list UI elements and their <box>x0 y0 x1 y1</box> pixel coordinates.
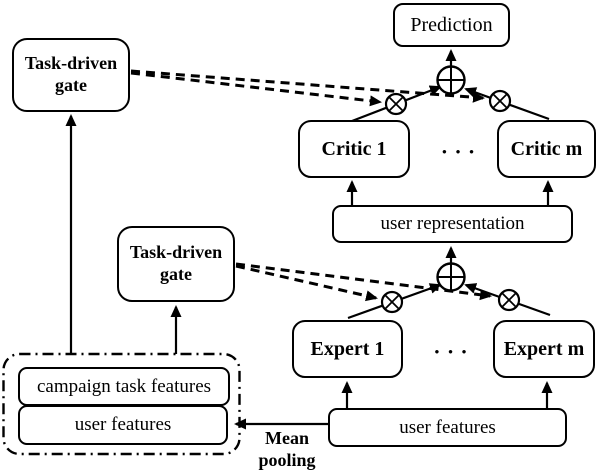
campaign-task-features-label: campaign task features <box>36 375 212 397</box>
expert-m-box: Expert m <box>493 320 595 378</box>
experts-ellipsis-text: ••• <box>434 344 476 359</box>
prediction-label: Prediction <box>410 13 493 36</box>
expert-1-box: Expert 1 <box>292 320 403 378</box>
expert-m-label: Expert m <box>503 337 585 360</box>
campaign-task-features-box: campaign task features <box>18 367 230 406</box>
mean-pooling-label: Mean pooling <box>240 423 334 475</box>
circled-times-icon <box>497 288 521 312</box>
critics-ellipsis: ••• <box>412 136 504 168</box>
user-features-left-label: user features <box>74 414 172 436</box>
task-driven-gate-top-box: Task-driven gate <box>12 38 130 112</box>
mean-pooling-text: Mean pooling <box>258 427 316 471</box>
user-representation-box: user representation <box>332 205 573 243</box>
feature-group-border <box>2 352 241 456</box>
user-features-bottom-label: user features <box>399 416 496 438</box>
user-representation-label: user representation <box>380 213 525 235</box>
critic-1-box: Critic 1 <box>298 120 410 178</box>
circled-times-icon <box>384 92 408 116</box>
experts-ellipsis: ••• <box>401 336 500 368</box>
circled-times-icon <box>488 89 512 113</box>
task-driven-gate-mid-label: Task-driven gate <box>129 242 223 284</box>
critic-m-box: Critic m <box>497 120 596 178</box>
gate-top-dashed-connections <box>130 69 485 107</box>
expert-1-label: Expert 1 <box>310 337 385 360</box>
user-features-left-box: user features <box>18 405 228 445</box>
circled-times-icon <box>380 290 404 314</box>
task-driven-gate-top-label: Task-driven gate <box>24 53 118 95</box>
circled-plus-icon <box>436 262 466 292</box>
prediction-box: Prediction <box>393 3 510 47</box>
critic-m-label: Critic m <box>510 137 583 160</box>
user-features-bottom-box: user features <box>328 408 567 447</box>
critics-ellipsis-text: ••• <box>442 144 483 159</box>
critic-1-label: Critic 1 <box>321 137 387 160</box>
circled-plus-icon <box>436 65 466 95</box>
solid-arrows <box>65 49 554 430</box>
task-driven-gate-mid-box: Task-driven gate <box>117 226 235 302</box>
